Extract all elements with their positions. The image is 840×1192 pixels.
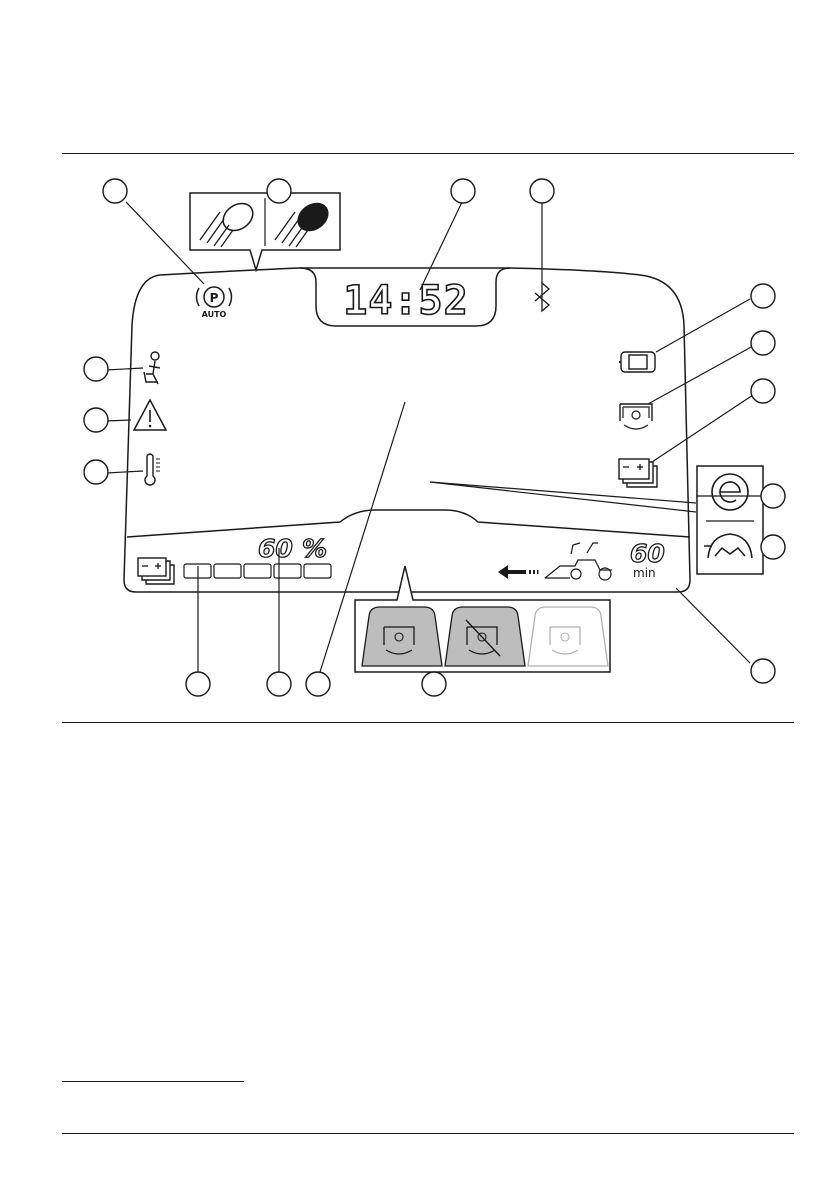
battery-level-bar [184, 564, 331, 578]
callout-marker [761, 535, 785, 559]
battery-percent-sign: % [302, 534, 327, 563]
callout-marker [84, 460, 108, 484]
battery-status-icon [138, 558, 174, 584]
tractor-icon [545, 543, 612, 580]
callout-marker [422, 672, 446, 696]
battery-segment [244, 564, 271, 578]
battery-percent-value: 60 [258, 534, 293, 563]
deck-mode-callout [355, 566, 610, 672]
runtime-value: 60 [630, 539, 665, 568]
clock-readout: 14:52 [343, 278, 468, 324]
callout-marker [530, 179, 554, 203]
battery-stack-icon [619, 459, 657, 487]
speed-mode-panel [697, 466, 763, 574]
temperature-icon [145, 454, 160, 485]
parking-brake-letter: P [210, 291, 219, 305]
callout-marker [84, 408, 108, 432]
callout-marker [103, 179, 127, 203]
callout-marker [267, 179, 291, 203]
battery-segment [304, 564, 331, 578]
warning-triangle-icon [130, 400, 170, 437]
reverse-arrow-icon [498, 565, 539, 579]
callout-marker [451, 179, 475, 203]
callout-marker [751, 331, 775, 355]
parking-brake-icon: P AUTO [197, 287, 232, 319]
runtime-unit: min [633, 566, 656, 580]
callout-marker [751, 659, 775, 683]
parking-brake-mode: AUTO [202, 310, 227, 319]
seat-operator-icon [144, 352, 160, 384]
battery-module-icon [619, 352, 655, 372]
mower-deck-gear-icon [620, 404, 652, 429]
bluetooth-icon [535, 283, 549, 311]
battery-segment [214, 564, 241, 578]
bottom-band [127, 510, 690, 537]
callout-marker [751, 284, 775, 308]
callout-marker [761, 484, 785, 508]
cutting-deck-inactive-icon [528, 607, 608, 666]
headlight-callout [190, 193, 340, 270]
callout-marker [267, 672, 291, 696]
cutting-deck-on-icon [362, 607, 442, 666]
callout-marker [186, 672, 210, 696]
callout-marker [751, 379, 775, 403]
cutting-deck-off-icon [445, 607, 525, 666]
callout-marker [306, 672, 330, 696]
battery-segment [274, 564, 301, 578]
callout-marker [84, 357, 108, 381]
